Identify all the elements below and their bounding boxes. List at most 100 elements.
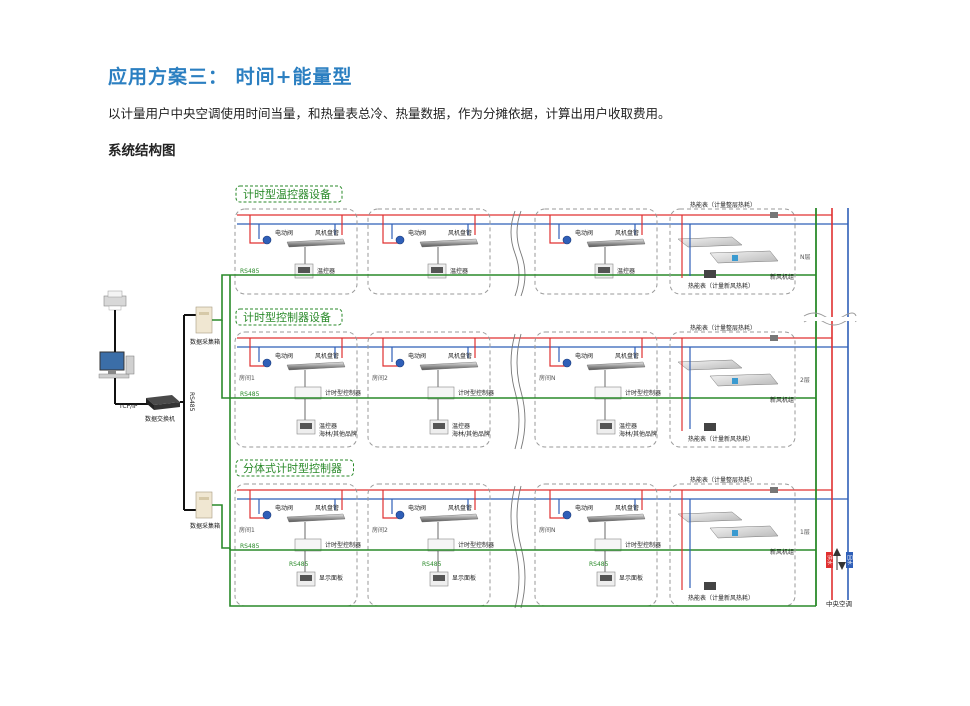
valve-icon [395, 358, 405, 368]
floor-label: 2层 [800, 377, 810, 384]
central-ac-label: 中央空调 [826, 599, 852, 608]
break-mark [510, 485, 520, 609]
fresh-air-label: 新风机组 [770, 396, 794, 404]
valve-label: 电动阀 [408, 504, 426, 512]
room-boundary [534, 483, 658, 607]
thermostat-label: 温控器 [317, 267, 335, 275]
room-unit: 电动阀风机盘管计时型控制器RS485显示面板房间N [534, 483, 661, 607]
fan-coil-label: 风机盘管 [448, 352, 472, 360]
controller-icon [427, 538, 455, 552]
panel-screen [300, 575, 312, 581]
supply-drop [382, 215, 398, 244]
valve-label: 电动阀 [275, 229, 293, 237]
collector-label-top: 数据采集箱 [190, 338, 220, 346]
room-label: 房间1 [239, 526, 255, 534]
heat-meter-top-label: 热能表（计量整层热耗） [690, 476, 756, 484]
valve-label: 电动阀 [575, 229, 593, 237]
controller-label: 计时型控制器 [458, 389, 494, 397]
fan-coil-label: 风机盘管 [615, 504, 639, 512]
heat-meter-bottom-label: 热能表（计量新风热耗） [688, 594, 754, 602]
rs485-vertical-label: RS485 [188, 392, 195, 412]
group-title-frame [235, 185, 343, 203]
panel-label: 显示面板 [319, 574, 343, 582]
supply-drop [382, 490, 398, 519]
panel-brand-label: 海林/其他品牌 [452, 430, 490, 438]
thermostat-screen [298, 267, 310, 273]
heat-meter-bottom-icon [704, 423, 716, 431]
fan-coil-label: 风机盘管 [315, 229, 339, 237]
valve-icon [562, 235, 572, 245]
collector-box-bottom [195, 491, 213, 519]
rs485-local-label: RS485 [289, 561, 309, 568]
panel-label: 显示面板 [619, 574, 643, 582]
room-label: 房间N [539, 526, 556, 534]
fan-coil-label: 风机盘管 [315, 352, 339, 360]
fan-coil-icon [419, 238, 479, 248]
group-title: 计时型温控器设备 [243, 187, 331, 201]
computer-icon [98, 351, 135, 379]
controller-label: 计时型控制器 [625, 541, 661, 549]
group-title-frame [235, 308, 343, 326]
room-boundary [234, 208, 358, 295]
floor-label: 1层 [800, 529, 810, 536]
room-boundary [234, 483, 358, 607]
valve-icon [562, 510, 572, 520]
room-unit: 电动阀风机盘管温控器 [534, 208, 658, 295]
panel-label: 显示面板 [452, 574, 476, 582]
room-label: 房间2 [372, 526, 388, 534]
thermostat-label: 温控器 [617, 267, 635, 275]
heat-meter-bottom-icon [704, 270, 716, 278]
room-boundary [534, 331, 658, 448]
fan-coil-icon [586, 238, 646, 248]
page-title: 应用方案三： 时间+能量型 [108, 66, 353, 88]
panel-screen [600, 423, 612, 429]
panel-screen [433, 575, 445, 581]
valve-icon [262, 358, 272, 368]
valve-label: 电动阀 [575, 352, 593, 360]
room-boundary [367, 483, 491, 607]
collector-label-bottom: 数据采集箱 [190, 522, 220, 530]
supply-drop [249, 215, 265, 244]
room-label: 房间1 [239, 374, 255, 382]
fan-coil-icon [286, 361, 346, 371]
valve-label: 电动阀 [408, 352, 426, 360]
fan-coil-icon [286, 513, 346, 523]
fan-coil-label: 风机盘管 [315, 504, 339, 512]
break-mark [516, 485, 526, 609]
fresh-air-label: 新风机组 [770, 273, 794, 281]
heat-meter-top-label: 热能表（计量整层热耗） [690, 324, 756, 332]
fresh-air-unit-icon-2 [709, 525, 779, 539]
fresh-air-unit-icon [677, 236, 743, 248]
group-title-frame [235, 459, 354, 477]
section-heading: 系统结构图 [108, 143, 176, 159]
fresh-air-boundary [669, 483, 796, 607]
supply-drop [382, 338, 398, 367]
rs485-local-label: RS485 [422, 561, 442, 568]
controller-label: 计时型控制器 [625, 389, 661, 397]
break-mark [510, 333, 520, 450]
heat-meter-bottom-label: 热能表（计量新风热耗） [688, 282, 754, 290]
supply-label: 供水 [826, 555, 833, 565]
panel-label: 温控器 [452, 422, 470, 430]
heat-meter-top-icon [770, 487, 778, 493]
fan-coil-label: 风机盘管 [448, 229, 472, 237]
fresh-air-boundary [669, 331, 796, 448]
thermostat-label: 温控器 [450, 267, 468, 275]
valve-icon [562, 358, 572, 368]
heat-meter-bottom-label: 热能表（计量新风热耗） [688, 435, 754, 443]
valve-icon [262, 510, 272, 520]
room-label: 房间N [539, 374, 556, 382]
rs485-local-label: RS485 [589, 561, 609, 568]
fresh-air-unit-icon-2 [709, 373, 779, 387]
break-mark [516, 210, 526, 297]
fresh-air-unit-icon [677, 511, 743, 523]
group-title: 计时型控制器设备 [243, 310, 331, 324]
fresh-air-unit-icon [677, 359, 743, 371]
fan-coil-label: 风机盘管 [615, 352, 639, 360]
fan-coil-icon [586, 361, 646, 371]
room-boundary [534, 208, 658, 295]
supply-drop [549, 215, 565, 244]
fresh-air-coil [732, 378, 738, 384]
